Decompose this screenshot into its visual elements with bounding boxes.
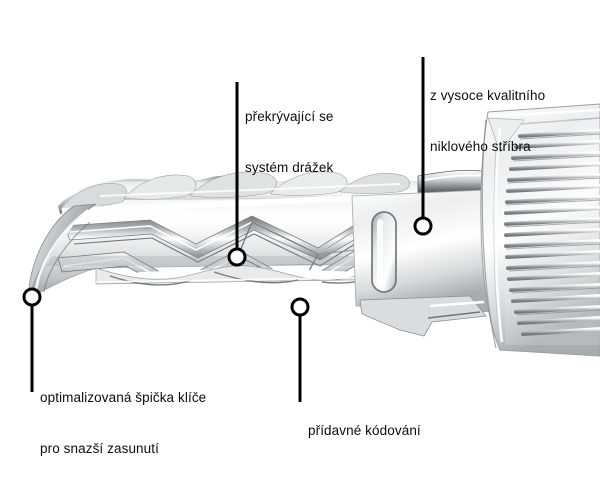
marker-nickel-silver (413, 216, 433, 236)
callout-leaders (30, 57, 425, 402)
marker-coding (290, 297, 310, 317)
key-top-teeth (59, 171, 410, 211)
callout-label-tip-line2: pro snazší zasunutí (40, 441, 159, 456)
groove-system (38, 210, 470, 299)
callout-label-coding-line1: přídavné kódování (308, 423, 421, 438)
callout-label-nickel-silver-line2: niklového stříbra (430, 139, 531, 154)
callout-label-grooves-line1: překrývající se (245, 109, 334, 124)
callout-label-nickel-silver-line1: z vysoce kvalitního (430, 88, 546, 103)
callout-label-grooves: překrývající se systém drážek (245, 74, 334, 210)
callout-label-nickel-silver: z vysoce kvalitního niklového stříbra (430, 53, 545, 189)
callout-label-tip: optimalizovaná špička klíče pro snazší z… (40, 355, 206, 491)
callout-label-coding: přídavné kódování (308, 388, 421, 473)
key-oval-slot (371, 211, 397, 293)
callout-label-grooves-line2: systém drážek (245, 160, 334, 175)
callout-markers (22, 216, 433, 317)
marker-grooves (227, 247, 247, 267)
marker-tip (22, 287, 42, 307)
key-bottom-coding (95, 263, 471, 286)
callout-label-tip-line1: optimalizovaná špička klíče (40, 390, 207, 405)
